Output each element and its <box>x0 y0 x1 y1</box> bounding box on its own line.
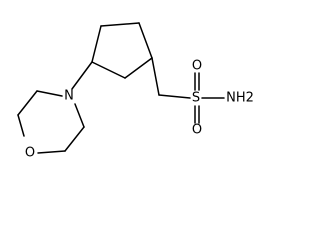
c-n-bond <box>71 61 93 90</box>
morpholine-bond-1 <box>36 90 63 97</box>
morpholine-bond-6 <box>74 103 85 128</box>
ring-bond-4 <box>91 61 126 79</box>
sulfur-label: S <box>192 91 200 106</box>
structure-diagram: N O S O O NH2 <box>17 22 254 161</box>
c-s-bond <box>158 94 191 99</box>
sulfonyl-oxygen-bottom-label: O <box>192 123 202 138</box>
morpholine-oxygen-label: O <box>25 146 35 161</box>
ring-bond-3 <box>124 57 153 79</box>
morpholine-bond-3 <box>17 114 25 137</box>
morpholine-nitrogen-label: N <box>64 89 74 104</box>
molecule-svg: N O S O O NH2 <box>17 22 254 161</box>
ring-bond-5 <box>91 25 102 63</box>
ring-bond-2 <box>138 22 153 59</box>
ch2-bond <box>151 57 160 96</box>
ring-bond-1 <box>100 22 140 27</box>
amine-label: NH2 <box>226 91 254 106</box>
morpholine-bond-2 <box>17 90 38 116</box>
morpholine-bond-5 <box>64 126 85 152</box>
sulfonyl-oxygen-top-label: O <box>192 59 202 74</box>
morpholine-bond-4 <box>37 150 66 154</box>
